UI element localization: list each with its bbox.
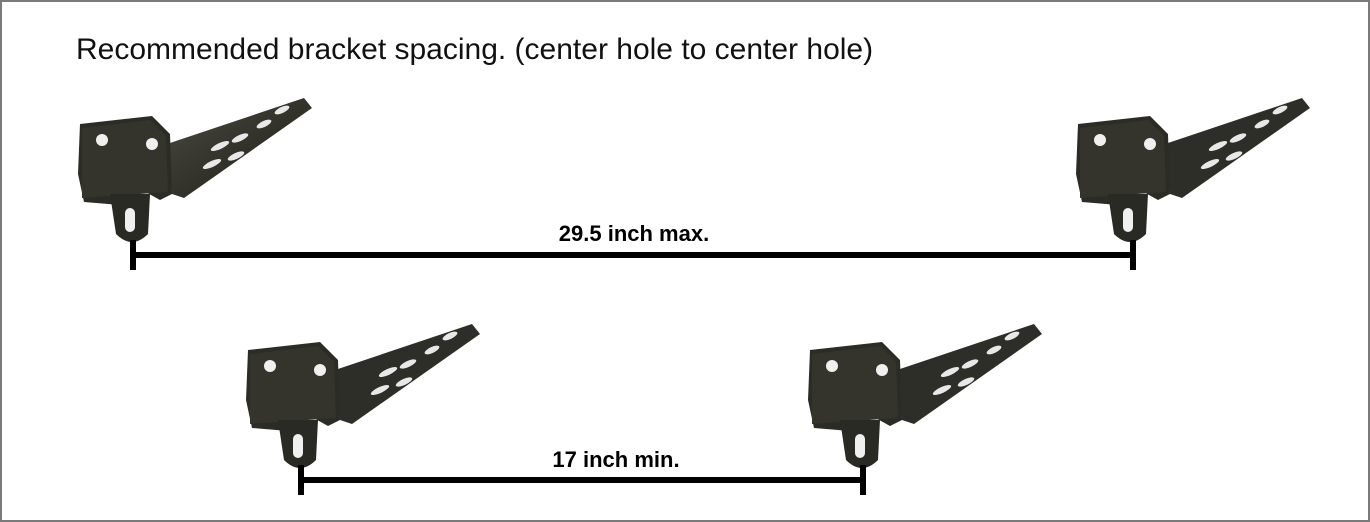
diagram-title: Recommended bracket spacing. (center hol… — [76, 33, 874, 66]
max-dimension-label: 29.5 inch max. — [558, 221, 710, 246]
max-dimension-tick-right — [1130, 240, 1136, 270]
min-dimension-tick-right — [860, 465, 866, 495]
max-dimension-line — [133, 252, 1133, 258]
min-dimension-label: 17 inch min. — [552, 447, 680, 472]
bracket-icon-bottom-left — [240, 320, 485, 475]
min-dimension-line — [301, 477, 863, 483]
bracket-icon-top-left — [72, 94, 317, 249]
bracket-icon-bottom-right — [802, 320, 1047, 475]
bracket-icon-top-right — [1070, 94, 1315, 249]
